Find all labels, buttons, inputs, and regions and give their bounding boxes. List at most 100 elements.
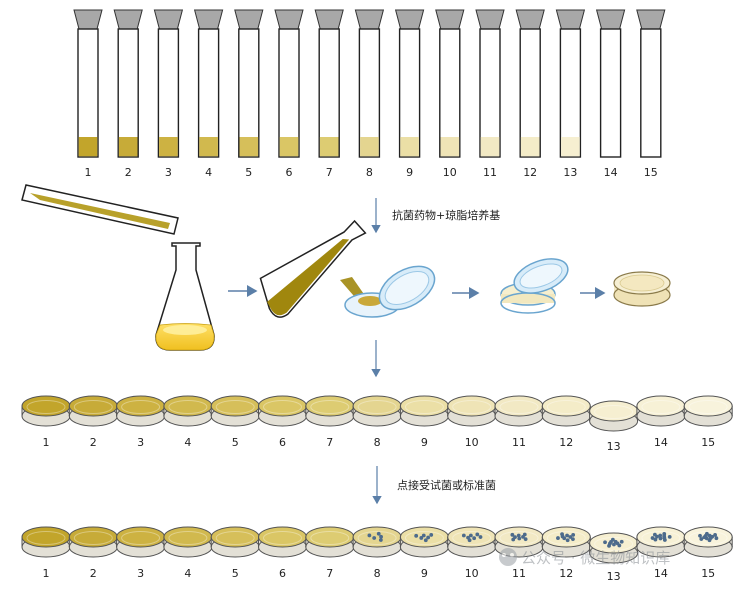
- agar-plate: [541, 395, 591, 427]
- colony-dot: [516, 533, 521, 538]
- colony-dot: [510, 532, 515, 537]
- colony-dot: [571, 537, 575, 542]
- plate-label: 15: [701, 436, 715, 449]
- colony-dot: [704, 531, 709, 536]
- plate-label: 6: [279, 436, 286, 449]
- plate-label: 13: [607, 570, 621, 583]
- agar-plate: [399, 526, 449, 558]
- colony-dot: [652, 532, 657, 537]
- agar-plate: [683, 526, 733, 558]
- agar-plate: [447, 526, 497, 558]
- erlenmeyer-flask-icon: [155, 242, 215, 351]
- test-tube-icon: [595, 9, 626, 158]
- test-tube-icon: [636, 9, 666, 158]
- colony-dot: [372, 536, 377, 540]
- plate-label: 8: [374, 567, 381, 580]
- test-tube-icon: [193, 9, 224, 158]
- colony-dot: [426, 535, 431, 540]
- watermark-text: 公众号 · 微生物知识库: [521, 549, 670, 567]
- plate-label: 13: [607, 440, 621, 453]
- colony-dot: [556, 536, 560, 540]
- test-tube-icon: [515, 9, 545, 158]
- colony-dot: [475, 532, 480, 537]
- agar-plate: [589, 532, 639, 564]
- colony-dot: [379, 534, 383, 539]
- watermark: 公众号 · 微生物知识库: [499, 548, 670, 567]
- agar-plate: [589, 400, 639, 432]
- colony-dot: [523, 537, 528, 542]
- covered-petri-dish-icon: [500, 258, 569, 314]
- colony-dot: [423, 538, 428, 543]
- colony-dot: [619, 539, 624, 544]
- colony-dot: [521, 534, 525, 539]
- test-tube-icon: [274, 9, 304, 158]
- plate-label: 10: [465, 436, 479, 449]
- test-tube-icon: [555, 9, 586, 158]
- tube-label: 7: [326, 166, 333, 179]
- colony-dot: [658, 533, 663, 538]
- colony-dot: [421, 533, 426, 538]
- agar-plate: [210, 526, 260, 558]
- tube-label: 4: [205, 166, 212, 179]
- agar-plate: [494, 395, 544, 427]
- plate-label: 9: [421, 436, 428, 449]
- colony-dot: [472, 536, 477, 541]
- test-tube-icon: [234, 9, 264, 158]
- tube-label: 10: [443, 166, 457, 179]
- tube-label: 15: [644, 166, 658, 179]
- colony-dot: [713, 533, 717, 537]
- colony-dot: [468, 533, 473, 538]
- step-spot-inoculate-caption: 点接受试菌或标准菌: [397, 478, 496, 492]
- plate-label: 14: [654, 436, 668, 449]
- tube-label: 9: [406, 166, 413, 179]
- agar-plate: [636, 395, 686, 427]
- colony-dot: [714, 536, 719, 541]
- test-tube-icon: [153, 9, 184, 158]
- plate-label: 14: [654, 567, 668, 580]
- colony-dot: [653, 537, 658, 542]
- colony-dot: [612, 542, 616, 547]
- plate-label: 8: [374, 436, 381, 449]
- plate-label: 9: [421, 567, 428, 580]
- colony-dot: [560, 532, 564, 537]
- plate-label: 7: [326, 567, 333, 580]
- plate-label: 6: [279, 567, 286, 580]
- colony-dot: [610, 537, 615, 542]
- plate-label: 12: [559, 436, 573, 449]
- colony-dot: [565, 538, 570, 543]
- tube-label: 2: [125, 166, 132, 179]
- agar-plate: [683, 395, 733, 427]
- agar-plate: [163, 526, 213, 558]
- plate-label: 3: [137, 436, 144, 449]
- colony-dot: [478, 535, 483, 539]
- plate-label: 7: [326, 436, 333, 449]
- tube-label: 3: [165, 166, 172, 179]
- colony-dot: [461, 533, 466, 538]
- tube-label: 14: [604, 166, 618, 179]
- colony-dot: [565, 533, 569, 538]
- tube-label: 12: [523, 166, 537, 179]
- agar-plate-icon: [613, 271, 671, 307]
- test-tube-icon: [73, 9, 103, 158]
- plate-label: 4: [184, 567, 191, 580]
- colony-dot: [571, 533, 576, 537]
- plate-label: 11: [512, 436, 526, 449]
- agar-plate: [116, 526, 166, 558]
- agar-plate: [21, 395, 71, 427]
- agar-plate: [21, 526, 71, 558]
- agar-plate: [210, 395, 260, 427]
- agar-plate: [447, 395, 497, 427]
- agar-plate: [305, 395, 355, 427]
- tube-label: 11: [483, 166, 497, 179]
- colony-dot: [517, 536, 522, 541]
- plate-label: 12: [559, 567, 573, 580]
- agar-plate: [352, 526, 402, 558]
- plate-label: 2: [90, 436, 97, 449]
- plate-label: 15: [701, 567, 715, 580]
- plate-label: 4: [184, 436, 191, 449]
- tube-label: 6: [286, 166, 293, 179]
- test-tube-icon: [113, 9, 143, 158]
